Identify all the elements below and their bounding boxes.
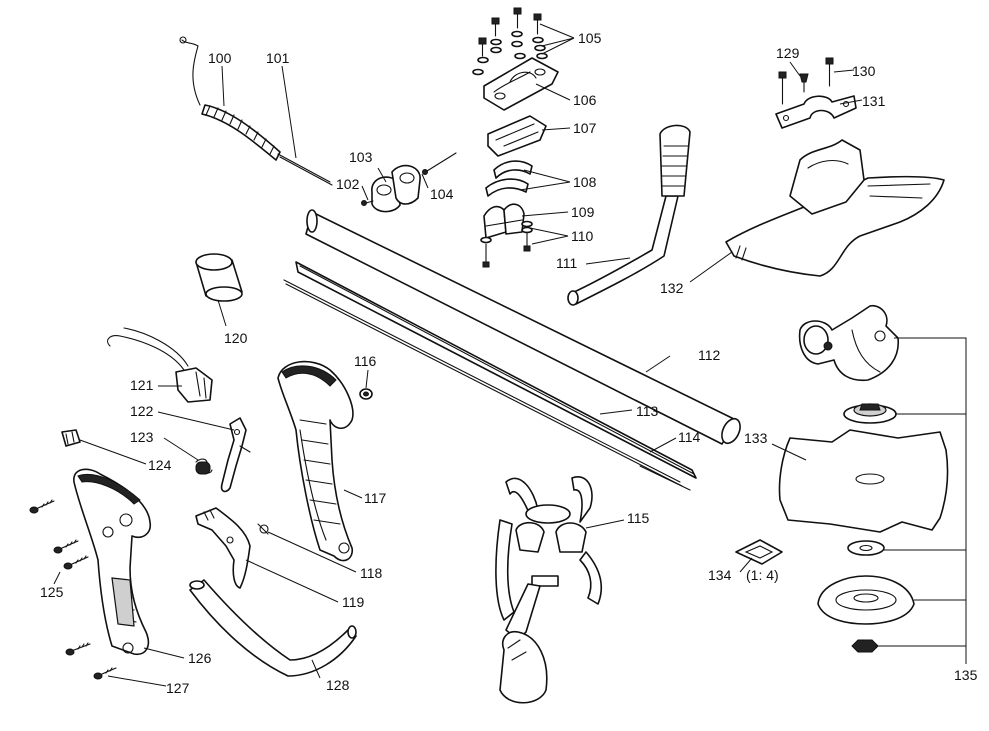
label-133: 133 (744, 430, 768, 446)
part-112-main-tube (305, 209, 741, 445)
part-135-gear-head (798, 304, 899, 382)
part-117-handle-housing (277, 360, 354, 562)
part-110-bolts-washers (480, 220, 533, 268)
part-135-upper-flange (843, 403, 897, 424)
part-101-cable-wire (277, 153, 333, 186)
label-127: 127 (166, 680, 190, 696)
label-118: 118 (360, 565, 383, 581)
part-129-screw (799, 73, 809, 93)
part-106-handle-clamp-upper (483, 57, 559, 111)
part-135-nut (851, 639, 879, 653)
part-135-washer (847, 540, 885, 556)
part-128-guard-bracket (189, 579, 357, 677)
label-101: 101 (266, 50, 290, 66)
part-134-bracket (735, 539, 783, 565)
label-113: 113 (636, 403, 659, 419)
part-115-harness (495, 476, 602, 704)
part-107-clamp-block (487, 115, 547, 157)
part-130-bolts (778, 57, 834, 105)
label-120: 120 (224, 330, 248, 346)
part-104-screw (422, 152, 457, 175)
label-129: 129 (776, 45, 800, 61)
part-122-throttle-trigger (220, 417, 251, 493)
label-117: 117 (364, 490, 387, 506)
label-128: 128 (326, 677, 350, 693)
label-100: 100 (208, 50, 232, 66)
label-125: 125 (40, 584, 64, 600)
part-108-rubber-insert (485, 160, 533, 197)
part-126-screw (65, 642, 91, 656)
label-103: 103 (349, 149, 373, 165)
label-115: 115 (627, 510, 650, 526)
screw-125c (63, 555, 89, 570)
part-125-screws (29, 499, 89, 570)
label-112: 112 (698, 347, 721, 363)
part-118-spring (257, 523, 269, 535)
label-102: 102 (336, 176, 360, 192)
label-108: 108 (573, 174, 597, 190)
part-126-handle-half (73, 468, 152, 656)
scale-note: (1: 4) (746, 567, 779, 583)
part-103-cable-clamp (371, 164, 421, 213)
label-131: 131 (862, 93, 886, 109)
label-104: 104 (430, 186, 454, 202)
part-124-connector (61, 429, 81, 447)
label-109: 109 (571, 204, 595, 220)
part-123-trigger-spring (195, 458, 213, 475)
leader-lines (53, 23, 967, 687)
label-105: 105 (578, 30, 602, 46)
part-116-nut (359, 388, 373, 400)
part-135-guard-cup (817, 575, 915, 625)
part-121-stop-switch (107, 327, 213, 403)
screw-125b (53, 539, 79, 554)
part-number-labels: 100 101 102 103 104 105 106 107 108 109 … (40, 30, 978, 696)
label-124: 124 (148, 457, 172, 473)
label-121: 121 (130, 377, 154, 393)
part-119-lockout-lever (195, 507, 251, 589)
part-120-sleeve (195, 253, 243, 302)
label-116: 116 (354, 353, 377, 369)
part-100-throttle-cable (179, 36, 281, 161)
label-130: 130 (852, 63, 876, 79)
part-109-handle-clamp-lower (483, 203, 525, 239)
part-132-guard (725, 139, 945, 277)
part-113-drive-shaft (295, 261, 697, 479)
part-111-handle-bar (567, 124, 691, 306)
part-105-bolts-washers (472, 7, 548, 76)
part-114-shaft-liner (283, 279, 691, 491)
part-127-screw (93, 667, 117, 680)
label-132: 132 (660, 280, 684, 296)
label-126: 126 (188, 650, 212, 666)
label-106: 106 (573, 92, 597, 108)
label-123: 123 (130, 429, 154, 445)
label-114: 114 (678, 429, 701, 445)
label-134: 134 (708, 567, 732, 583)
label-107: 107 (573, 120, 597, 136)
part-131-clamp (775, 95, 857, 129)
label-119: 119 (342, 594, 365, 610)
label-111: 111 (556, 255, 577, 271)
label-122: 122 (130, 403, 154, 419)
label-135: 135 (954, 667, 978, 683)
part-133-blade (778, 429, 949, 533)
part-102-screw (361, 200, 374, 206)
screw-125a (29, 499, 55, 514)
label-110: 110 (571, 228, 594, 244)
